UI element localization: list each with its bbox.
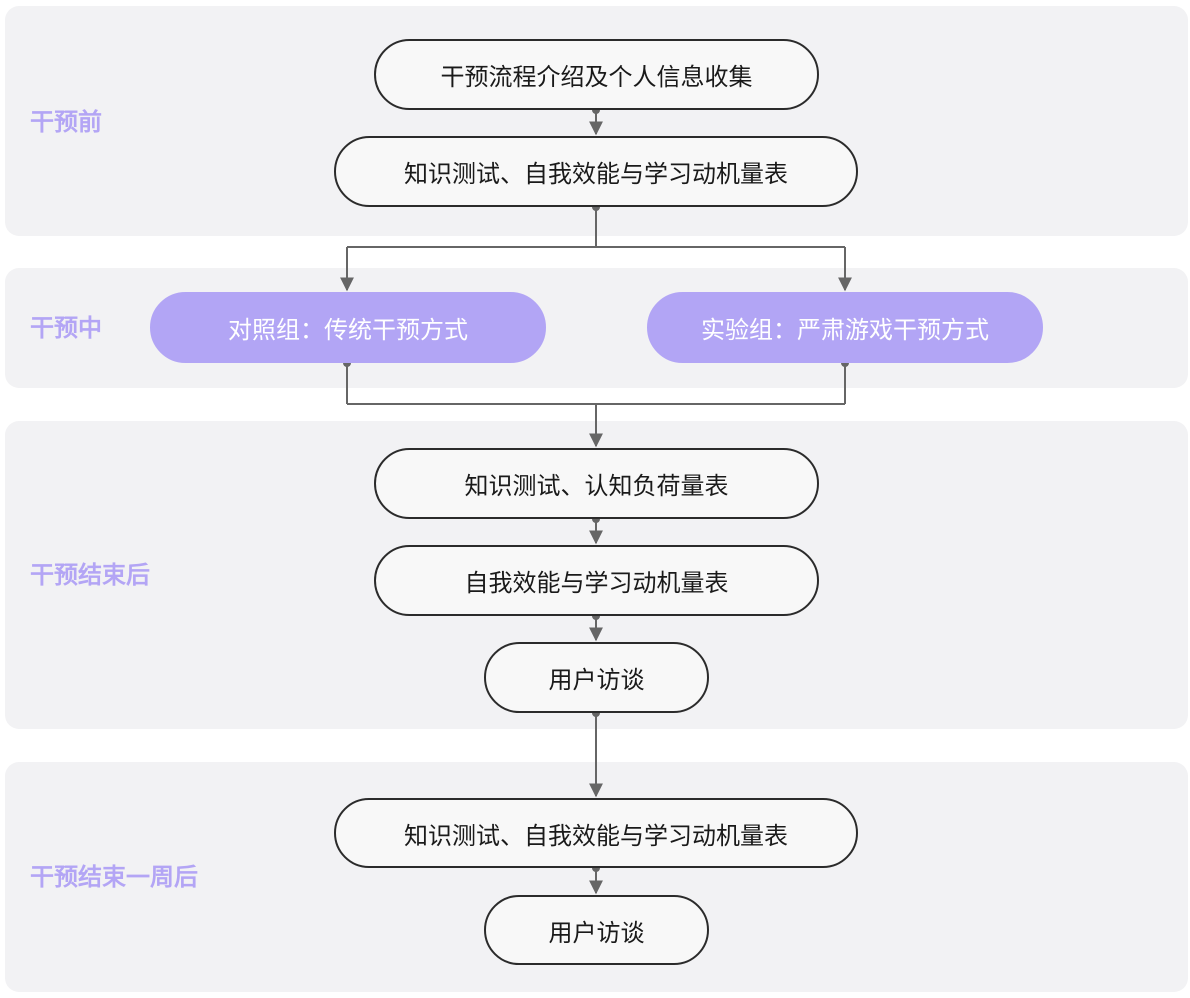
node-post-interview: 用户访谈 [484, 642, 709, 713]
stage-label-pre: 干预前 [30, 108, 102, 136]
node-followup-interview: 用户访谈 [484, 895, 709, 965]
stage-label-post: 干预结束后 [30, 561, 150, 589]
node-intro: 干预流程介绍及个人信息收集 [374, 39, 819, 110]
stage-label-during: 干预中 [30, 314, 102, 342]
node-experimental-group: 实验组：严肃游戏干预方式 [647, 292, 1043, 363]
node-followup-test: 知识测试、自我效能与学习动机量表 [334, 798, 858, 868]
node-post-knowledge: 知识测试、认知负荷量表 [374, 448, 819, 519]
node-post-efficacy: 自我效能与学习动机量表 [374, 545, 819, 616]
node-pre-test: 知识测试、自我效能与学习动机量表 [334, 136, 858, 207]
node-control-group: 对照组：传统干预方式 [150, 292, 546, 363]
stage-label-followup: 干预结束一周后 [30, 863, 198, 891]
